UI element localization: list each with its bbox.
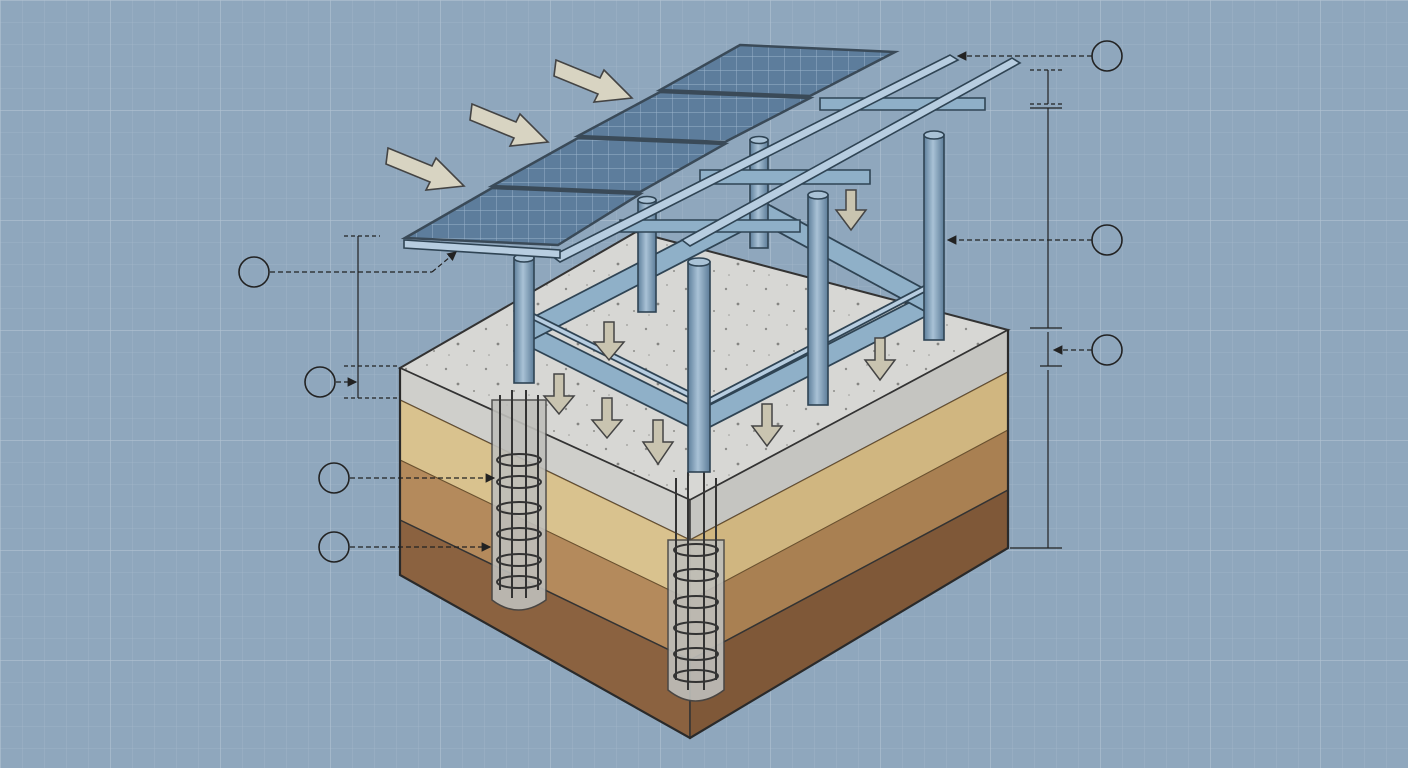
solar-panel-module (487, 136, 730, 194)
callout-marker (1091, 224, 1123, 256)
purlin-rail (550, 54, 960, 263)
steel-post (807, 190, 829, 406)
gravity-arrow (592, 321, 626, 362)
purlin-rail (403, 239, 561, 259)
solar-panel-module (400, 186, 645, 247)
purlin-rail (680, 57, 1022, 247)
callout-marker (318, 462, 350, 494)
gravity-arrow (834, 189, 868, 232)
callout-leaders (270, 51, 1092, 552)
wind-arrow (385, 146, 466, 191)
gravity-arrow (542, 373, 576, 416)
gravity-arrow (750, 403, 784, 448)
solar-array (400, 43, 1022, 263)
callout-marker (1091, 40, 1123, 72)
gravity-arrow (641, 419, 675, 466)
steel-post (513, 253, 535, 384)
callout-marker (304, 366, 336, 398)
gravity-arrow (863, 337, 897, 382)
foundation-pile-left (491, 390, 547, 611)
callout-marker (238, 256, 270, 288)
callout-markers (238, 40, 1123, 563)
gravity-load-arrows (542, 189, 897, 466)
solar-panel-module (655, 43, 900, 98)
wind-arrow (469, 102, 550, 147)
steel-post (923, 130, 945, 341)
gravity-arrow (590, 397, 624, 440)
rebar-cage-left (496, 390, 542, 598)
wind-load-arrows (385, 58, 634, 191)
steel-post (687, 257, 711, 473)
rebar-cage-right (673, 472, 719, 690)
foundation-pile-right (667, 472, 725, 702)
wind-arrow (553, 58, 634, 103)
dimension-lines (344, 69, 1062, 549)
callout-marker (318, 531, 350, 563)
solar-panel-module (573, 90, 815, 144)
callout-marker (1091, 334, 1123, 366)
